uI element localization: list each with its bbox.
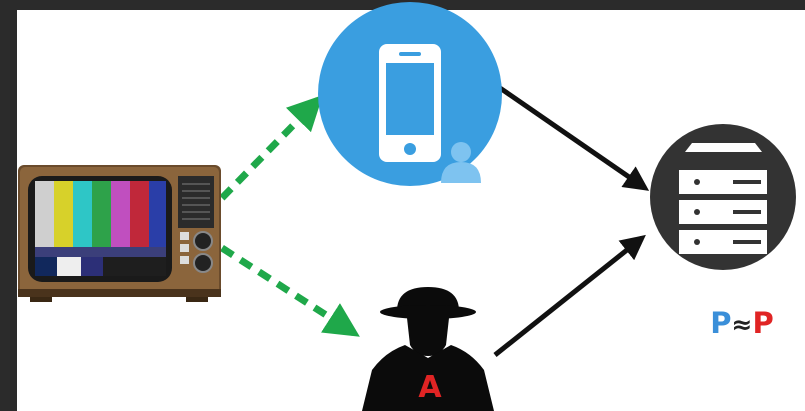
tv-to-attacker-arrow (220, 245, 360, 337)
phone-to-server-arrow (498, 85, 650, 191)
spy-silhouette-icon (362, 287, 494, 411)
smartphone-user-icon (318, 2, 502, 186)
attacker-label: A (418, 370, 442, 405)
formula-left: P (710, 306, 732, 340)
server-icon (650, 124, 796, 270)
tv-test-pattern (35, 181, 166, 276)
formula-right: P (752, 306, 774, 340)
similarity-formula: P≈P (697, 303, 787, 345)
user-badge-icon (441, 142, 481, 183)
formula-approx-symbol: ≈ (731, 310, 753, 339)
tv-to-phone-arrow (219, 94, 323, 201)
attacker-to-server-arrow (493, 234, 646, 357)
retro-tv-icon (18, 165, 221, 302)
